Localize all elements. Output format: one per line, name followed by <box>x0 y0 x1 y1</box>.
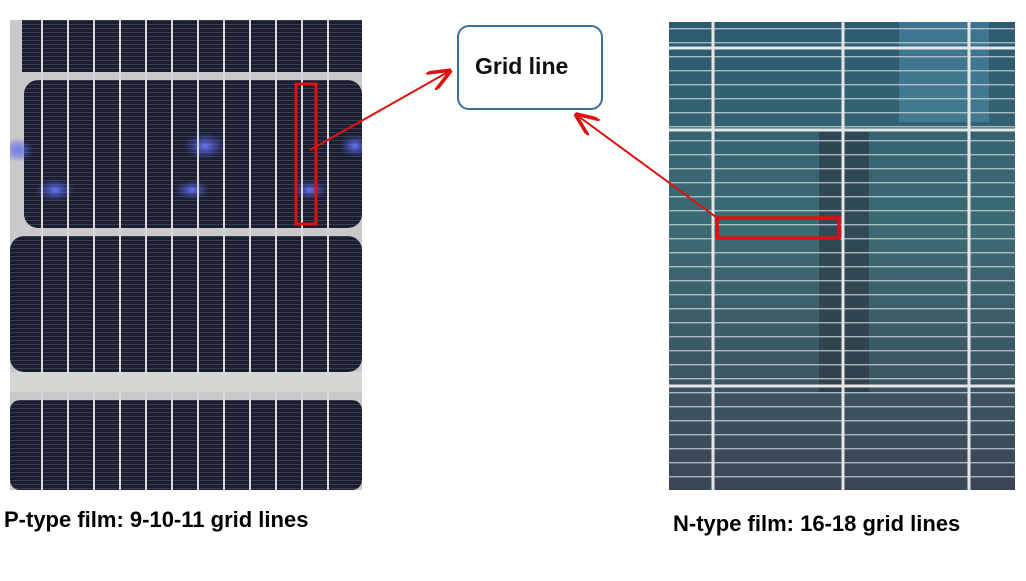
grid-line-callout: Grid line <box>457 25 603 110</box>
n-type-highlight-box <box>715 216 841 240</box>
p-type-caption: P-type film: 9-10-11 grid lines <box>4 507 309 532</box>
n-type-arrow <box>578 116 721 221</box>
n-type-cell-photo <box>669 22 1015 490</box>
p-type-cell-image <box>10 20 362 490</box>
p-type-cell-photo <box>10 20 362 490</box>
n-type-cell-image <box>669 22 1015 490</box>
callout-label: Grid line <box>475 53 569 79</box>
n-type-caption: N-type film: 16-18 grid lines <box>673 511 961 536</box>
p-type-highlight-box <box>294 82 318 226</box>
p-type-arrow <box>309 72 448 151</box>
